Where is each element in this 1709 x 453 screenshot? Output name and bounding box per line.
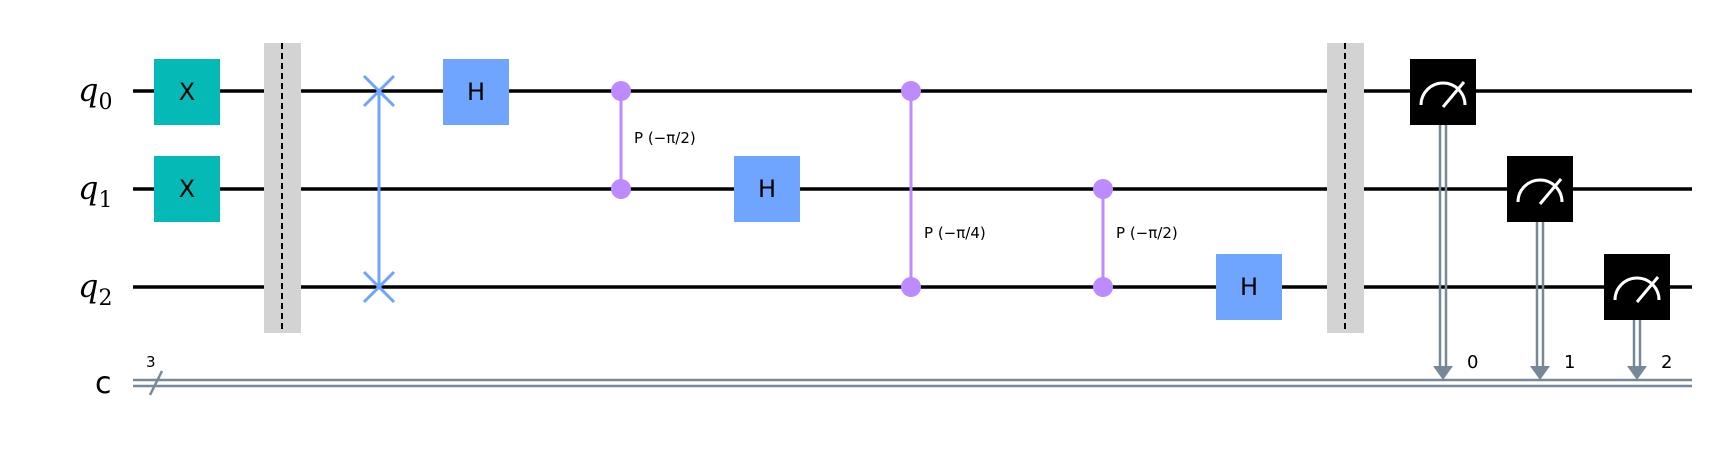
measure-gate-q2[interactable] <box>1604 254 1670 320</box>
cphase-2-label: P (−π/4) <box>924 224 986 242</box>
cphase-1-control-q1[interactable] <box>611 179 631 199</box>
h-gate-q0-label: H <box>467 78 485 106</box>
x-gate-q0[interactable] <box>154 59 220 125</box>
measure-1-arrow <box>1530 366 1550 380</box>
measure-2-bit-label: 2 <box>1661 352 1672 373</box>
qubit-label-1-name: q <box>78 169 98 207</box>
swap-cross-q2[interactable] <box>362 270 396 304</box>
qubit-label-2-name: q <box>78 267 98 305</box>
cphase-1-label: P (−π/2) <box>634 129 696 147</box>
meter-icon-q1 <box>1516 178 1564 203</box>
meter-icon-q0 <box>1419 81 1467 106</box>
measure-gate-q0[interactable] <box>1410 59 1476 125</box>
meter-icon-q2 <box>1613 276 1661 301</box>
x-gate-q1-label: X <box>179 175 195 203</box>
h-gate-q2[interactable] <box>1216 254 1282 320</box>
qubit-label-2: q2 <box>78 267 112 311</box>
measure-2-arrow <box>1627 366 1647 380</box>
measure-gate-q1[interactable] <box>1507 156 1573 222</box>
qubit-label-0-name: q <box>78 71 98 109</box>
h-gate-q2-label: H <box>1240 273 1258 301</box>
x-gate-q1[interactable] <box>154 156 220 222</box>
measure-1-bit-label: 1 <box>1564 352 1575 373</box>
cphase-3-control-q2[interactable] <box>1093 277 1113 297</box>
h-gate-q1[interactable] <box>734 156 800 222</box>
swap-cross-q0[interactable] <box>362 74 396 108</box>
qubit-label-2-index: 2 <box>98 286 112 311</box>
qubit-label-1: q1 <box>78 169 112 213</box>
x-gate-q0-label: X <box>179 78 195 106</box>
classical-bundle-slash <box>148 370 164 396</box>
measure-0-arrow <box>1433 366 1453 380</box>
qubit-label-0: q0 <box>78 71 112 115</box>
cphase-1-control-q0[interactable] <box>611 81 631 101</box>
cphase-2-control-q2[interactable] <box>901 277 921 297</box>
qubit-label-0-index: 0 <box>98 90 112 115</box>
classical-register-label: c <box>95 366 112 401</box>
qubit-label-1-index: 1 <box>98 188 112 213</box>
cphase-3-label: P (−π/2) <box>1116 224 1178 242</box>
h-gate-q1-label: H <box>758 175 776 203</box>
h-gate-q0[interactable] <box>443 59 509 125</box>
cphase-2-control-q0[interactable] <box>901 81 921 101</box>
classical-size-label: 3 <box>146 353 156 371</box>
measure-0-bit-label: 0 <box>1467 352 1478 373</box>
cphase-3-control-q1[interactable] <box>1093 179 1113 199</box>
